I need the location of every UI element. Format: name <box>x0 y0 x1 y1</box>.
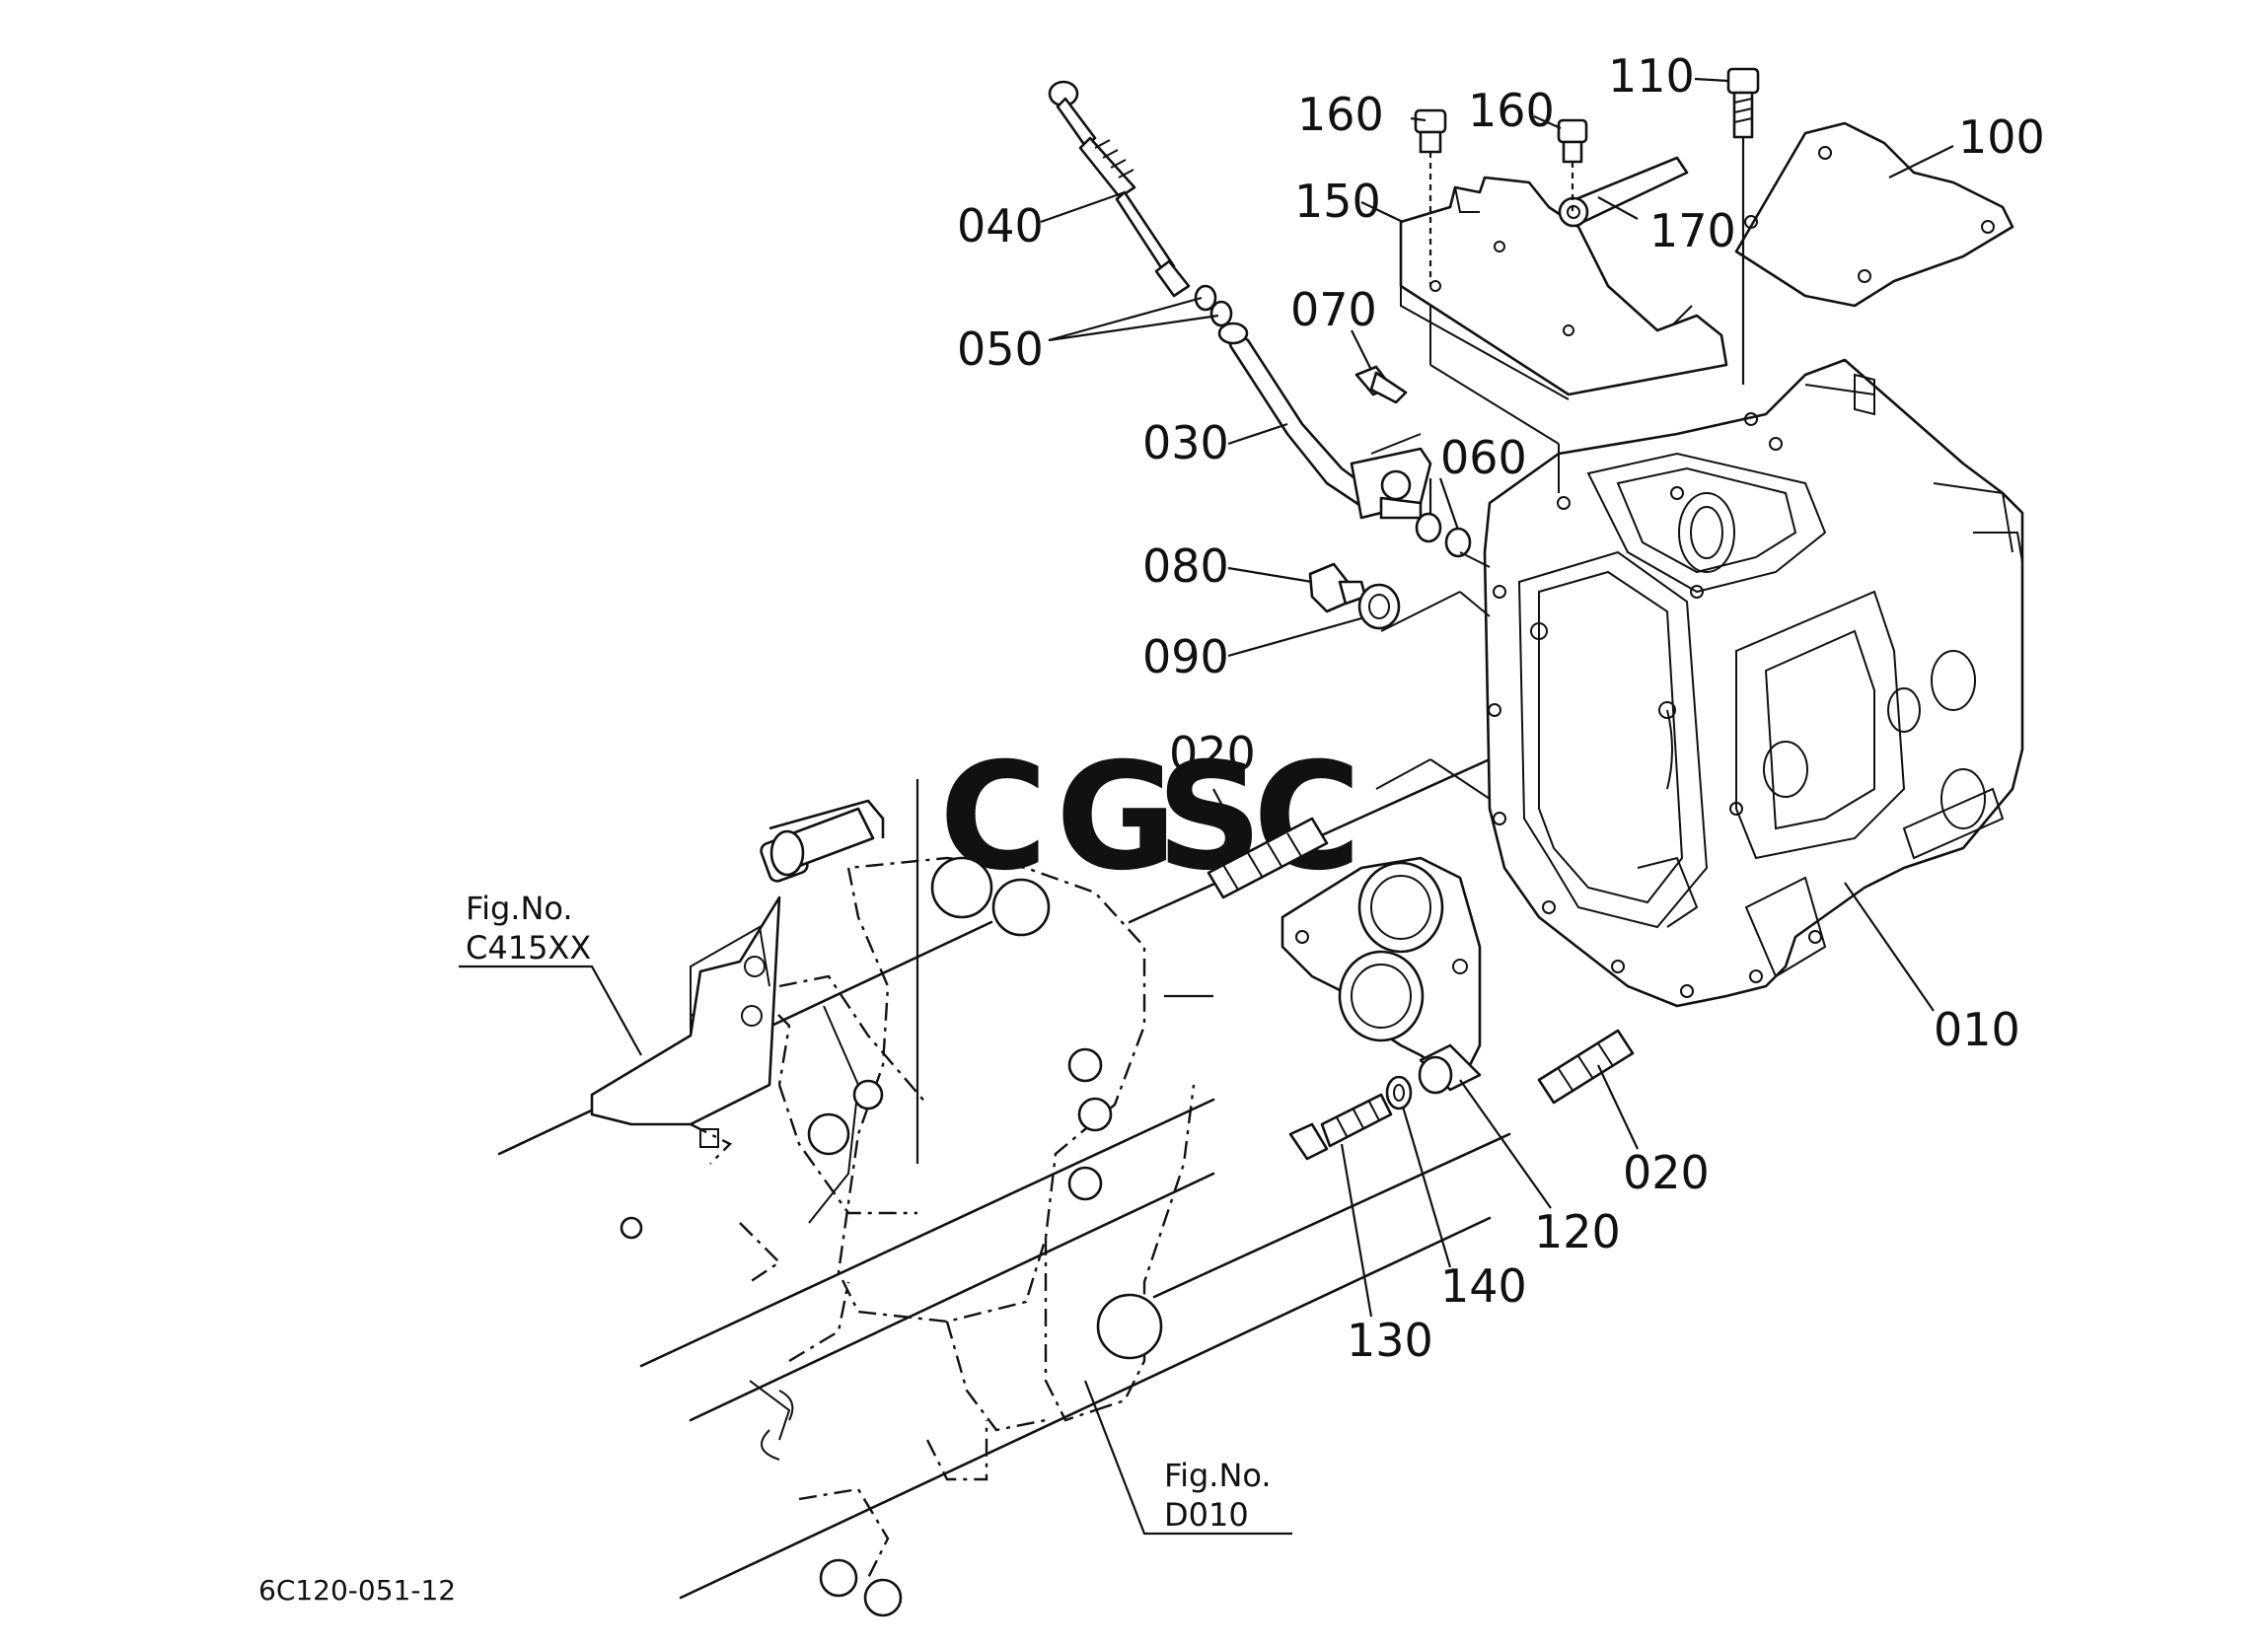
callout-030: 030 <box>1142 416 1229 469</box>
callout-060: 060 <box>1440 431 1527 484</box>
callout-020-upper: 020 <box>1169 727 1256 780</box>
stud-020-upper <box>1207 817 1329 899</box>
o-rings-050 <box>1194 284 1233 327</box>
plug-070 <box>1354 365 1408 404</box>
figure-ref-left-line1: Fig.No. <box>466 890 573 927</box>
adapter-cover <box>1280 856 1482 1077</box>
bracket-c415xx <box>590 895 781 1148</box>
transmission-case <box>1483 358 2024 1008</box>
callout-130: 130 <box>1347 1314 1433 1367</box>
bolt-160-left <box>1414 108 1447 286</box>
watermark-letter-2: G <box>1056 732 1177 903</box>
figure-ref-bottom-line1: Fig.No. <box>1164 1457 1272 1494</box>
leader-lines <box>459 77 1954 1536</box>
callout-110: 110 <box>1608 49 1695 103</box>
watermark-logo: C G S C <box>939 732 1361 903</box>
figure-ref-left-line2: C415XX <box>466 929 591 966</box>
callout-160-left: 160 <box>1297 88 1384 141</box>
callout-090: 090 <box>1142 630 1229 683</box>
watermark-letter-4: C <box>1253 732 1361 903</box>
bolt-110 <box>1726 67 1760 385</box>
callout-150: 150 <box>1294 175 1381 228</box>
stud-020-lower <box>1537 1029 1635 1105</box>
seal-090 <box>1357 583 1401 630</box>
callout-010: 010 <box>1934 1003 2020 1056</box>
callout-160-right: 160 <box>1468 84 1555 137</box>
callout-140: 140 <box>1440 1259 1527 1313</box>
bush-120 <box>1418 1043 1482 1095</box>
plug-080 <box>1308 562 1367 613</box>
callout-040: 040 <box>957 199 1044 252</box>
o-rings-060 <box>1415 512 1472 558</box>
plate-150 <box>1399 176 1728 400</box>
callout-050: 050 <box>957 322 1044 376</box>
callout-020-lower: 020 <box>1623 1146 1710 1199</box>
figure-ref-d010: Fig.No. D010 <box>1164 1457 1272 1534</box>
callout-labels: 010 020 020 030 040 050 060 070 080 090 … <box>957 49 2045 1367</box>
callout-080: 080 <box>1142 539 1229 593</box>
callout-170: 170 <box>1649 204 1736 257</box>
callout-070: 070 <box>1290 283 1377 336</box>
callout-120: 120 <box>1534 1205 1621 1258</box>
assembly-lines <box>1370 306 1560 800</box>
figure-ref-c415xx: Fig.No. C415XX <box>466 890 591 966</box>
stud-upper-left <box>769 807 875 877</box>
rod-040 <box>1048 80 1191 298</box>
bolt-160-right <box>1557 118 1588 212</box>
callout-100: 100 <box>1958 110 2045 164</box>
washer-140 <box>1385 1075 1413 1110</box>
drawing-code: 6C120-051-12 <box>258 1574 456 1607</box>
rod-030 <box>1217 322 1432 520</box>
bolt-130 <box>1288 1093 1393 1161</box>
plate-100 <box>1734 121 2014 308</box>
figure-ref-bottom-line2: D010 <box>1164 1496 1249 1534</box>
bar-170 <box>1558 156 1689 228</box>
